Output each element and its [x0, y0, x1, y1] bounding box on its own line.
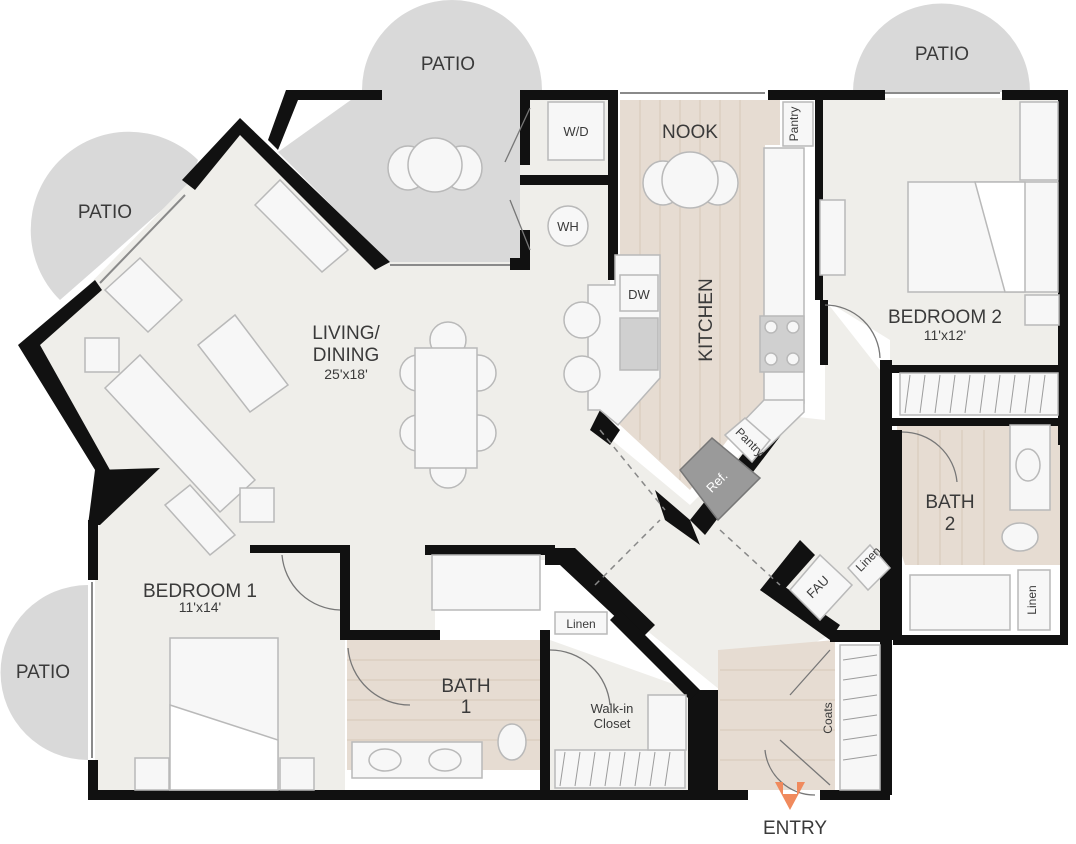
patios: [0, 0, 1030, 760]
bath1-label-2: 1: [461, 697, 472, 718]
patio-label: PATIO: [421, 54, 475, 75]
side-table: [239, 487, 275, 523]
armchair: [103, 256, 184, 334]
pantry-top: [782, 101, 814, 147]
bar-stool: [563, 301, 601, 339]
patio-left-upper: [30, 131, 198, 300]
nook-table: [661, 151, 719, 209]
patio-top-center: [278, 0, 542, 262]
nook-label: NOOK: [662, 122, 718, 143]
bath2-label-1: BATH: [925, 492, 974, 513]
sink-1a: [368, 748, 402, 772]
bedroom1-label: BEDROOM 1: [143, 581, 257, 602]
walkin-label-1: Walk-in: [591, 701, 634, 716]
furnace-unit: [788, 553, 854, 622]
patio-label: PATIO: [915, 44, 969, 65]
burner: [786, 320, 800, 334]
bath2-label-2: 2: [945, 514, 956, 535]
dresser: [1019, 101, 1059, 181]
bath1-label-1: BATH: [441, 676, 490, 697]
dishwasher: [619, 274, 659, 312]
pantry-top-label: Pantry: [787, 107, 801, 142]
closet-hatching: [559, 374, 1046, 787]
entry-label: ENTRY: [763, 818, 827, 839]
sofa: [103, 353, 257, 514]
nightstand: [279, 757, 315, 791]
furniture: [84, 101, 1060, 791]
nightstand-2: [1024, 294, 1060, 326]
washer-dryer: [547, 101, 605, 161]
bed-1-sheet: [169, 703, 279, 791]
burner: [786, 352, 800, 366]
patio-top-right: [853, 3, 1030, 92]
bedroom2-dims: 11'x12': [924, 327, 966, 343]
linen-bath2-label: Linen: [1025, 585, 1039, 614]
dashed-openings: [594, 429, 781, 586]
coffee-table: [196, 313, 290, 414]
living-label-2: DINING: [313, 345, 380, 366]
dishwasher-label: DW: [628, 287, 650, 302]
linen-closet-bath1: [554, 611, 608, 635]
linen-bath1-label: Linen: [566, 617, 595, 631]
living-dims: 25'x18': [324, 366, 368, 382]
bench: [163, 483, 237, 557]
burner: [764, 320, 778, 334]
closet-2: [899, 372, 1059, 416]
walkin-label-2: Closet: [594, 716, 631, 731]
burner: [764, 352, 778, 366]
bedroom1-dims: 11'x14': [179, 599, 221, 615]
entry-arrow: [775, 782, 805, 810]
patio-left-lower: [0, 585, 89, 760]
wood-planks: [347, 100, 985, 761]
toilet-2: [1001, 522, 1039, 552]
refrigerator: [679, 436, 762, 522]
coats-label: Coats: [821, 702, 835, 733]
bathtub-2: [909, 574, 1011, 631]
side-table: [84, 337, 120, 373]
shower: [431, 554, 541, 611]
linen-closet-bath2: [1017, 569, 1051, 631]
sink-2: [1015, 448, 1041, 482]
living-label-1: LIVING/: [312, 323, 380, 344]
windows: [91, 92, 1000, 758]
water-heater-label: WH: [557, 219, 579, 234]
patio-table: [407, 137, 463, 193]
toilet-1: [497, 723, 527, 761]
tv-console: [253, 178, 350, 274]
desk: [819, 199, 846, 276]
sink-1b: [428, 748, 462, 772]
closet-rod-side: [647, 694, 687, 751]
kitchen-sink: [619, 317, 659, 371]
patio-label: PATIO: [16, 662, 70, 683]
bed-2-sheet: [974, 181, 1026, 293]
washer-dryer-label: W/D: [563, 124, 588, 139]
pantry-lower: [723, 417, 772, 464]
bedroom2-label: BEDROOM 2: [888, 307, 1002, 328]
bar-stool: [563, 355, 601, 393]
linen-hall: [846, 543, 892, 592]
kitchen-label: KITCHEN: [696, 278, 717, 361]
closet-rod-bottom: [554, 749, 686, 789]
patio-label: PATIO: [78, 202, 132, 223]
water-heater: [547, 205, 589, 247]
nightstand: [134, 757, 170, 791]
dining-table: [414, 347, 478, 469]
